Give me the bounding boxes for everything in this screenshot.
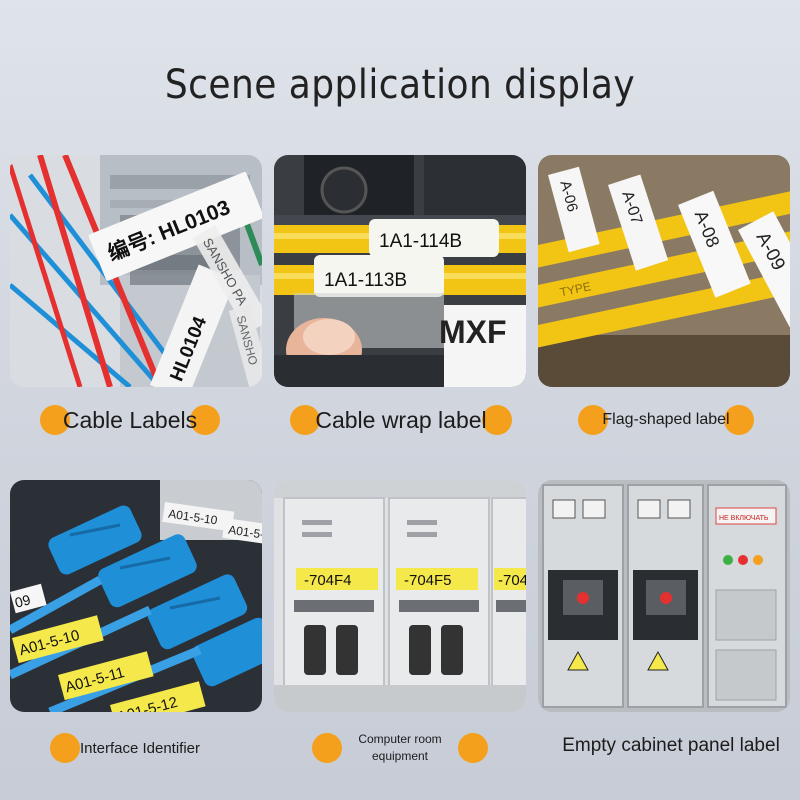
orange-dot-decoration [458,733,488,763]
caption-cable-labels: Cable Labels [40,402,220,438]
orange-dot-decoration [290,405,320,435]
equipment-label-text: -704F5 [404,572,452,589]
photo-flag-label: TYPE A-06 A-07 A-08 A-09 [538,155,790,387]
wrap-label-text: 1A1-113B [324,270,407,291]
equipment-label-text: -704F4 [304,572,352,589]
orange-dot-decoration [312,733,342,763]
photo-interface-identifier: A01-5-10 A01-5-1 09 A01-5-10 [10,480,262,712]
cabinet-label-text: НЕ ВКЛЮЧАТЬ [719,515,769,522]
port-label-text: A01-5-10 [167,507,218,528]
flag-label-text: TYPE [559,279,593,299]
wrap-label-text: MXF [439,314,507,350]
orange-dot-decoration [50,733,80,763]
photo-cabinet-panel: НЕ ВКЛЮЧАТЬ [538,480,790,712]
wrap-label-text: 1A1-114B [379,231,462,252]
caption-computer-room: Computer room equipment [312,728,488,768]
port-label-text: A01-5-1 [227,523,262,543]
page-title: Scene application display [164,62,636,108]
caption-interface-identifier: Interface Identifier [50,730,230,766]
orange-dot-decoration [578,405,608,435]
caption-cable-wrap: Cable wrap label [290,402,512,438]
photo-computer-room: -704F4 -704F5 -704 [274,480,526,712]
orange-dot-decoration [40,405,70,435]
port-label-text: 09 [13,591,32,611]
photo-cable-labels: 编号: HL0103 HL0104 SANSHO PA SANSHO [10,155,262,387]
orange-dot-decoration [724,405,754,435]
orange-dot-decoration [190,405,220,435]
equipment-label-text: -704 [498,572,526,589]
orange-dot-decoration [482,405,512,435]
photo-cable-wrap: 1A1-114B 1A1-113B MXF [274,155,526,387]
caption-cabinet-panel: Empty cabinet panel label [562,735,780,756]
caption-flag-label: Flag-shaped label [578,402,754,438]
